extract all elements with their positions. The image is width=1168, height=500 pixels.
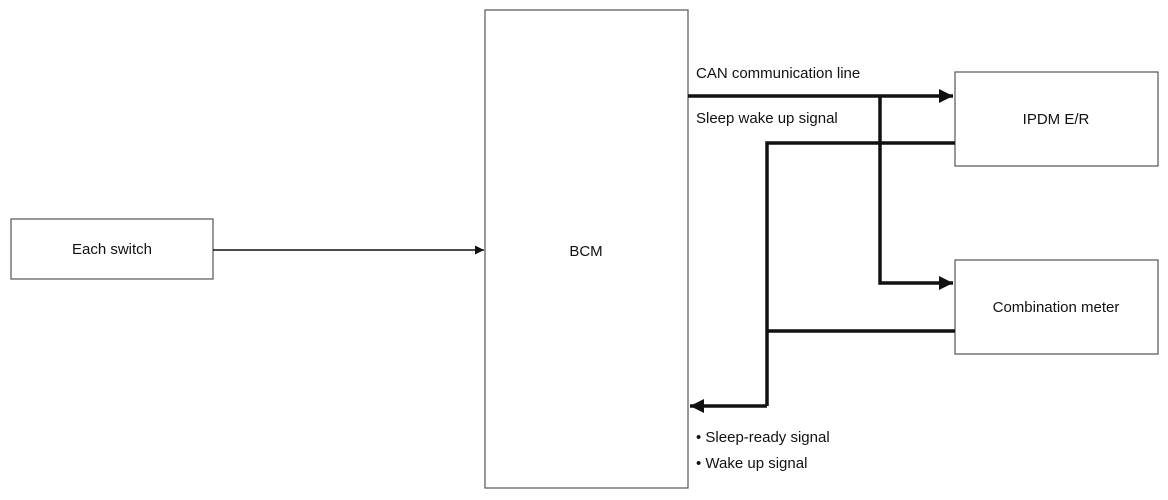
sleep-wake-label: Sleep wake up signal [696, 110, 838, 127]
ipdm-return-line [765, 141, 955, 406]
combination-meter-label: Combination meter [993, 299, 1120, 316]
wake-up-label: • Wake up signal [696, 455, 807, 472]
bcm-block: BCM [484, 9, 689, 489]
bcm-label: BCM [569, 243, 602, 260]
sleep-ready-label: • Sleep-ready signal [696, 429, 830, 446]
ipdm-block: IPDM E/R [954, 71, 1159, 167]
ipdm-label: IPDM E/R [1023, 111, 1090, 128]
each-switch-block: Each switch [10, 218, 214, 280]
can-line-label: CAN communication line [696, 65, 860, 82]
can-to-meter-arrow [878, 96, 953, 290]
combination-meter-block: Combination meter [954, 259, 1159, 355]
each-switch-label: Each switch [72, 241, 152, 258]
